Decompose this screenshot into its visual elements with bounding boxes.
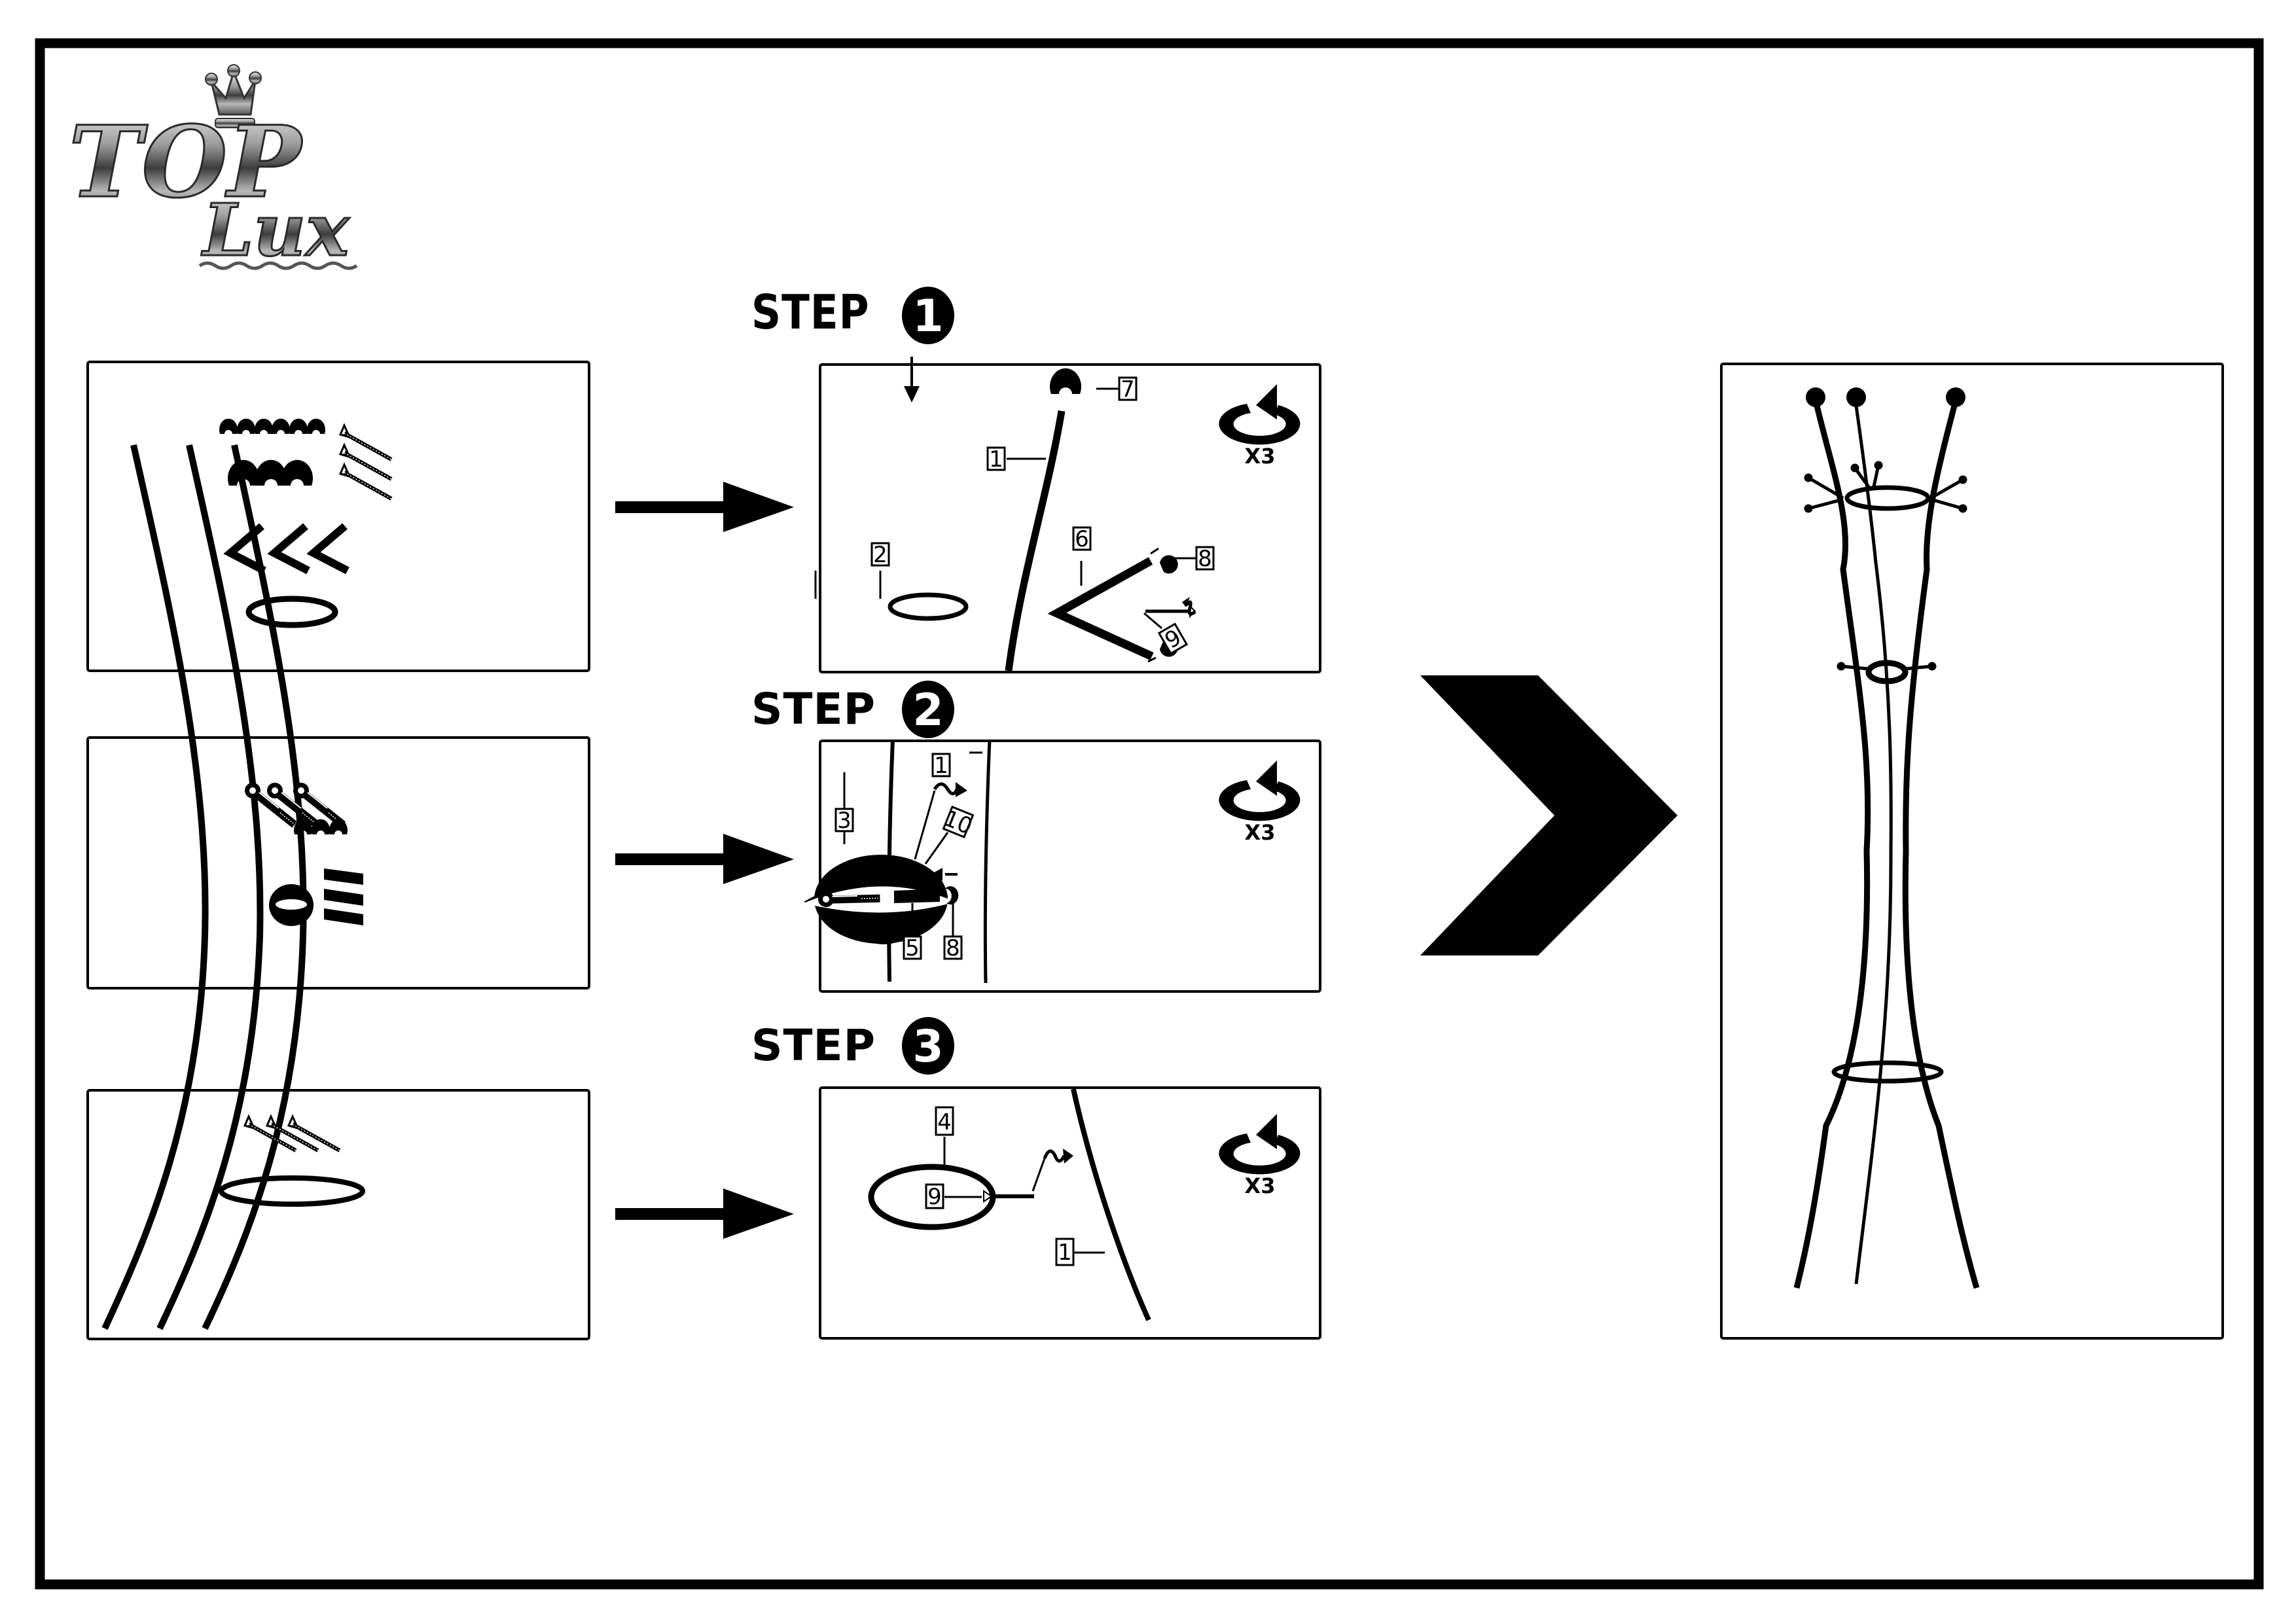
parts-panel-base — [86, 1089, 590, 1340]
step-3-illustration: 9 4 1 — [868, 1088, 1151, 1321]
callout-1: 1 — [934, 753, 948, 779]
repeat-count: X3 — [1245, 820, 1276, 845]
arrow-right-icon — [615, 1188, 794, 1239]
step-label: STEP — [751, 684, 876, 734]
logo-text-lux: Lux — [201, 188, 350, 272]
step-1-heading: STEP 1 — [751, 285, 954, 344]
curved-poles-icon — [101, 444, 307, 1330]
base-ring-icon — [219, 1175, 365, 1207]
step-number: 3 — [912, 1021, 943, 1073]
coat-stand-illustration — [1793, 387, 1980, 1289]
callout-5: 5 — [905, 935, 920, 961]
bolt-icon — [245, 783, 343, 825]
logo-text-top: TOP — [69, 105, 304, 220]
step-2-illustration: 3 10 1 5 8 — [804, 739, 992, 984]
final-result-panel — [1720, 363, 2224, 1340]
brand-logo: TOP Lux — [68, 64, 358, 274]
collar-ring-icon — [269, 884, 314, 926]
step-3-panel — [819, 1086, 1321, 1340]
step-3-heading: STEP 3 — [751, 1017, 954, 1075]
hook-arms-icon — [223, 523, 350, 575]
rotate-icon — [1219, 384, 1300, 445]
arrow-right-icon — [615, 482, 794, 532]
parts-panel-middle — [86, 736, 590, 990]
step-2-panel — [819, 740, 1321, 993]
step-number: 1 — [912, 291, 943, 342]
collar-ring-icon — [804, 855, 956, 944]
logo-wave — [198, 261, 358, 270]
callout-8: 8 — [1198, 546, 1212, 572]
screw-icon — [340, 425, 391, 499]
callout-1: 1 — [989, 446, 1003, 473]
callout-1: 1 — [1058, 1240, 1072, 1266]
step-1-panel — [819, 363, 1321, 673]
callout-7: 7 — [1121, 376, 1135, 402]
step-number-badge — [902, 287, 954, 344]
small-end-caps-icon — [219, 418, 325, 434]
rotate-icon — [1219, 760, 1300, 821]
screw-icon — [245, 1116, 340, 1150]
step-label: STEP — [751, 285, 870, 340]
callout-4: 4 — [937, 1109, 952, 1135]
step-label: STEP — [751, 1020, 876, 1071]
arrow-right-icon — [615, 834, 794, 884]
step-1-illustration: 7 1 6 8 2 9 — [814, 357, 1215, 671]
repeat-count: X3 — [1245, 1173, 1276, 1198]
short-rod-icon — [894, 889, 940, 903]
end-cap-icon — [1050, 368, 1081, 394]
callout-9: 9 — [927, 1184, 942, 1210]
callout-6: 6 — [1075, 526, 1089, 552]
ring-icon — [245, 596, 338, 628]
step-number-badge — [902, 1017, 954, 1075]
rotate-icon — [1219, 1114, 1300, 1175]
parts-panel-frame — [86, 361, 590, 672]
step-2-heading: STEP 2 — [751, 681, 954, 738]
callout-2: 2 — [873, 542, 888, 568]
crown-icon — [205, 64, 262, 128]
step-number: 2 — [912, 685, 943, 736]
chevron-right-icon — [1420, 675, 1677, 955]
page-border — [35, 38, 2264, 1590]
callout-8: 8 — [946, 935, 960, 961]
step-number-badge — [902, 681, 954, 738]
repeat-count: X3 — [1245, 444, 1276, 469]
callout-3: 3 — [837, 808, 852, 834]
short-rods-icon — [324, 868, 363, 925]
